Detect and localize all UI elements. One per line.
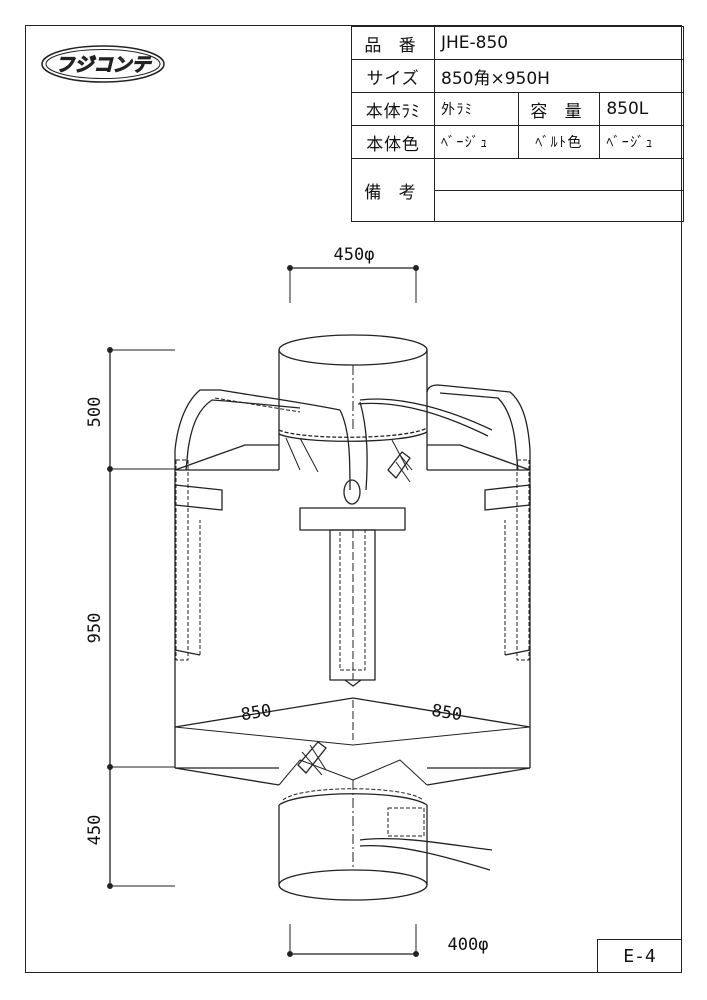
- top-tie-knot: [387, 451, 413, 483]
- remarks-line-1: [434, 158, 684, 191]
- remarks-line-2: [434, 189, 684, 222]
- width-dimensions: 850 850: [174, 697, 531, 746]
- spec-table: 品 番 JHE-850 サイズ 850角×950H 本体ﾗﾐ 外ﾗﾐ 容 量 8…: [351, 26, 684, 222]
- belt-color-value: ﾍﾞｰｼﾞｭ: [599, 125, 684, 159]
- logo-text: フジコンテ: [55, 54, 152, 76]
- capacity-value: 850L: [599, 92, 684, 126]
- bottom-panel: [174, 700, 531, 786]
- front-belt: [299, 401, 406, 687]
- height-bottom-label: 450: [85, 815, 105, 846]
- top-spout-dimension: 450φ: [287, 245, 419, 303]
- drawing-code: E-4: [597, 939, 682, 973]
- drawing-frame: [25, 25, 682, 973]
- bag-body: [174, 470, 531, 768]
- body-lam-value: 外ﾗﾐ: [434, 92, 519, 126]
- width-right-label: 850: [430, 701, 463, 726]
- product-no-value: JHE-850: [434, 26, 684, 60]
- capacity-label: 容 量: [517, 92, 601, 126]
- body-color-value: ﾍﾞｰｼﾞｭ: [434, 125, 519, 159]
- bottom-spout-dimension: 400φ: [287, 924, 489, 957]
- size-label: サイズ: [351, 59, 435, 93]
- bottom-spout: [278, 759, 493, 901]
- body-lam-label: 本体ﾗﾐ: [351, 92, 435, 126]
- remarks-label: 備 考: [351, 158, 435, 222]
- belt-color-label: ﾍﾞﾙﾄ色: [517, 125, 601, 159]
- bottom-spout-dimension-label: 400φ: [448, 935, 489, 955]
- height-top-label: 500: [85, 397, 105, 428]
- top-panel: [174, 444, 531, 471]
- body-color-label: 本体色: [351, 125, 435, 159]
- bottom-tie-knot: [297, 741, 327, 776]
- fujicon-logo: フジコンテ: [41, 45, 165, 83]
- top-spout-dimension-label: 450φ: [334, 245, 375, 265]
- top-spout: [278, 334, 428, 473]
- left-lifting-loop: [174, 389, 341, 661]
- product-no-label: 品 番: [351, 26, 435, 60]
- height-dimensions: 500 950 450: [85, 347, 175, 889]
- right-lifting-loop: [357, 384, 531, 661]
- width-left-label: 850: [239, 701, 272, 726]
- height-body-label: 950: [85, 613, 105, 644]
